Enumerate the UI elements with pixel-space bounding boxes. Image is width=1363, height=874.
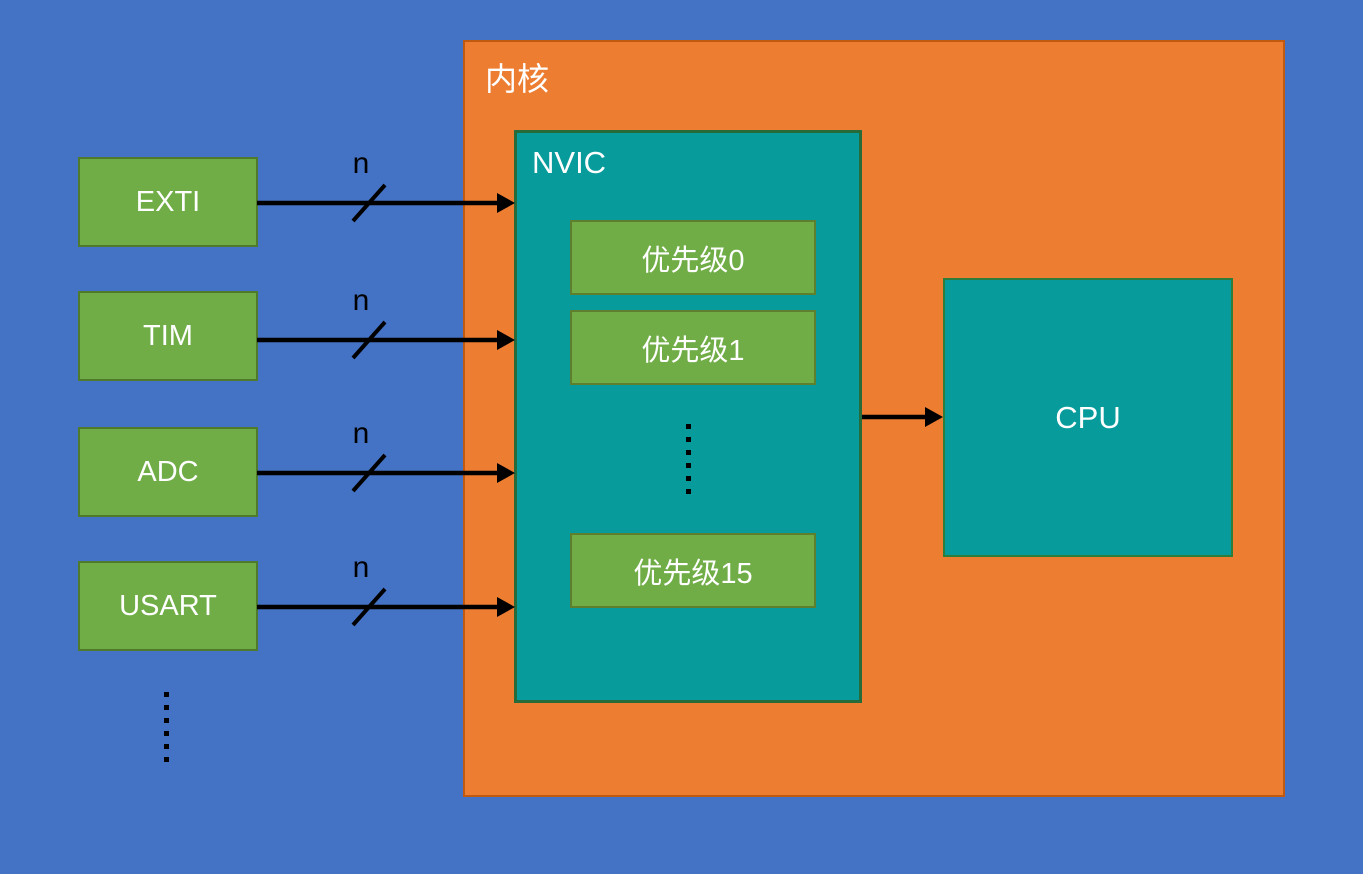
usart-label: USART xyxy=(119,589,217,622)
priority-box-15: 优先级15 xyxy=(570,533,816,608)
exti-bus-slash-icon xyxy=(351,183,387,223)
tim-label: TIM xyxy=(143,319,193,352)
priority-0-label: 优先级0 xyxy=(641,244,745,277)
adc-bus-slash-icon xyxy=(351,453,387,493)
kernel-label: 内核 xyxy=(485,61,550,97)
peripheral-box-usart: USART xyxy=(78,561,258,651)
priority-box-0: 优先级0 xyxy=(570,220,816,295)
peripheral-ellipsis-icon xyxy=(164,692,169,762)
usart-bus-width-label: n xyxy=(352,551,370,584)
tim-bus-width-label: n xyxy=(352,284,370,317)
priority-15-label: 优先级15 xyxy=(633,557,753,590)
priority-ellipsis-icon xyxy=(686,424,691,494)
tim-bus-slash-icon xyxy=(351,320,387,360)
priority-box-1: 优先级1 xyxy=(570,310,816,385)
exti-label: EXTI xyxy=(135,185,201,218)
nvic-box: NVIC 优先级0 优先级1 优先级15 xyxy=(514,130,862,703)
cpu-label: CPU xyxy=(1055,399,1121,435)
adc-label: ADC xyxy=(137,455,199,488)
adc-bus-width-label: n xyxy=(352,417,370,450)
usart-bus-slash-icon xyxy=(351,587,387,627)
exti-bus-width-label: n xyxy=(352,147,370,180)
peripheral-box-exti: EXTI xyxy=(78,157,258,247)
cpu-box: CPU xyxy=(943,278,1233,557)
priority-1-label: 优先级1 xyxy=(641,334,745,367)
peripheral-box-tim: TIM xyxy=(78,291,258,381)
nvic-label: NVIC xyxy=(532,145,607,180)
peripheral-box-adc: ADC xyxy=(78,427,258,517)
